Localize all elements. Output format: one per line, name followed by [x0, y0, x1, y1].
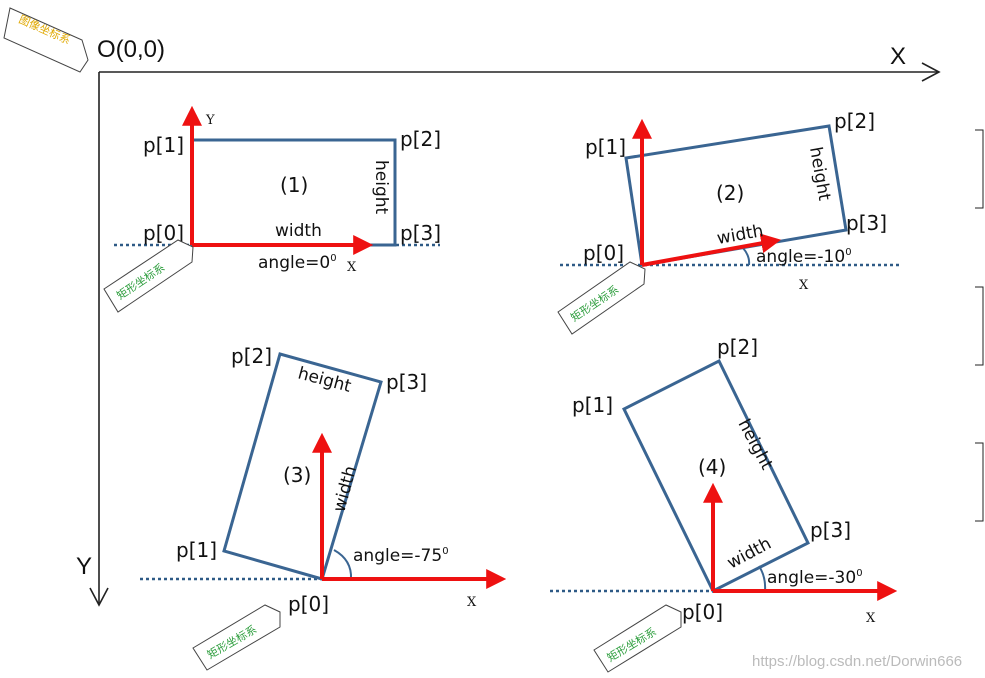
vertex-p2: p[2]: [400, 127, 441, 151]
image-coordinate-system: 图像坐标系 O(0,0) X Y: [3, 7, 941, 607]
vertex-p1: p[1]: [176, 538, 217, 562]
bracket-1: [975, 129, 984, 209]
vertex-p2: p[2]: [717, 335, 758, 359]
rectangle: [622, 358, 810, 594]
width-label: width: [330, 464, 361, 514]
vertex-p0: p[0]: [583, 241, 624, 265]
vertex-p3: p[3]: [400, 221, 441, 245]
angle-label: angle=-300: [767, 568, 863, 588]
height-label: height: [734, 416, 777, 474]
vertex-p3: p[3]: [846, 211, 887, 235]
panel-1: Y X p[1] p[2] p[3] p[0] (1) width height…: [103, 105, 441, 313]
vertex-p3: p[3]: [810, 518, 851, 542]
rect-coords-tag: 矩形坐标系: [557, 261, 646, 335]
angle-arc: [758, 565, 767, 592]
rect-x-axis-label: X: [347, 260, 357, 275]
vertex-p1: p[1]: [143, 133, 184, 157]
width-label: width: [275, 221, 322, 241]
side-brackets: [975, 129, 984, 522]
origin-label: O(0,0): [97, 36, 165, 63]
vertex-p0: p[0]: [288, 592, 329, 616]
rect-x-axis-label: X: [799, 278, 809, 293]
panel-number: (1): [280, 173, 308, 197]
image-y-axis-label: Y: [76, 553, 92, 580]
angle-label: angle=-750: [353, 546, 449, 566]
rectangle: [222, 352, 383, 581]
image-x-axis-label: X: [890, 43, 906, 70]
panel-4: X p[1] p[2] p[3] p[0] (4) height width a…: [550, 335, 898, 673]
vertex-p1: p[1]: [572, 393, 613, 417]
panel-number: (3): [283, 463, 311, 487]
vertex-p1: p[1]: [585, 135, 626, 159]
rect-x-arrow: [641, 233, 782, 267]
vertex-p2: p[2]: [834, 109, 875, 133]
vertex-p0: p[0]: [682, 600, 723, 624]
image-coords-tag: 图像坐标系: [3, 7, 89, 73]
height-label: height: [371, 160, 391, 215]
watermark: https://blog.csdn.net/Dorwin666: [752, 653, 962, 670]
image-y-axis-arrowhead: [89, 587, 109, 607]
panel-3: X p[1] p[2] p[3] p[0] (3) height width a…: [140, 344, 507, 671]
bracket-3: [975, 442, 984, 522]
angle-label: angle=-100: [756, 247, 852, 267]
rect-x-axis-label: X: [467, 595, 477, 610]
height-label: height: [805, 145, 834, 202]
height-label: height: [296, 364, 354, 397]
angle-arc: [333, 549, 353, 580]
angle-label: angle=00: [258, 253, 337, 273]
vertex-p3: p[3]: [386, 370, 427, 394]
rect-coords-tag: 矩形坐标系: [192, 604, 281, 671]
rect-coords-tag: 矩形坐标系: [593, 604, 682, 673]
image-x-axis-arrowhead: [921, 62, 941, 82]
angle-arc: [742, 247, 751, 266]
vertex-p2: p[2]: [231, 344, 272, 368]
panel-2: X p[1] p[2] p[3] p[0] (2) width height a…: [557, 109, 900, 335]
bracket-2: [975, 286, 984, 366]
panel-number: (4): [698, 455, 726, 479]
rect-coords-tag: 矩形坐标系: [103, 239, 194, 313]
rect-y-axis-label: Y: [205, 113, 215, 128]
panel-number: (2): [716, 181, 744, 205]
rect-x-axis-label: X: [866, 611, 876, 626]
